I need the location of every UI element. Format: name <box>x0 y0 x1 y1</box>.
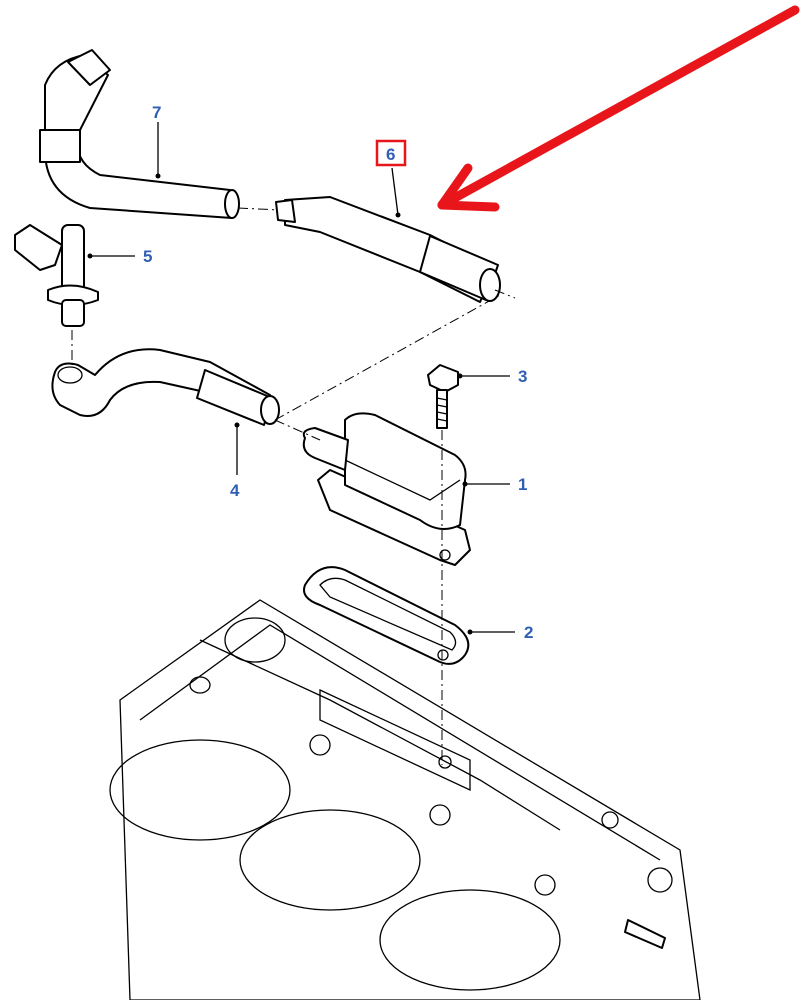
oil-separator-part-1 <box>302 412 471 566</box>
connector-part-5 <box>14 224 99 327</box>
callout-2: 2 <box>524 623 533 642</box>
gasket-part-2 <box>303 566 470 665</box>
assembly-line-4-6 <box>274 294 501 421</box>
callout-7: 7 <box>152 103 161 122</box>
callout-1: 1 <box>518 475 527 494</box>
callout-3: 3 <box>518 367 527 386</box>
hose-part-4 <box>51 348 280 426</box>
assembly-line-4-1 <box>274 419 321 441</box>
bolt-part-3 <box>427 364 459 429</box>
assembly-line-7-6 <box>237 207 281 211</box>
callout-4: 4 <box>230 481 240 500</box>
hose-part-7 <box>39 49 240 219</box>
hose-6-end-line <box>494 289 516 299</box>
callout-5: 5 <box>143 247 152 266</box>
callout-6: 6 <box>386 145 395 164</box>
hose-part-6 <box>275 196 501 303</box>
leader-lines <box>87 122 515 635</box>
red-arrow-pointer <box>437 5 800 212</box>
callout-6-highlight-box <box>375 139 407 167</box>
cylinder-head <box>109 599 701 1000</box>
